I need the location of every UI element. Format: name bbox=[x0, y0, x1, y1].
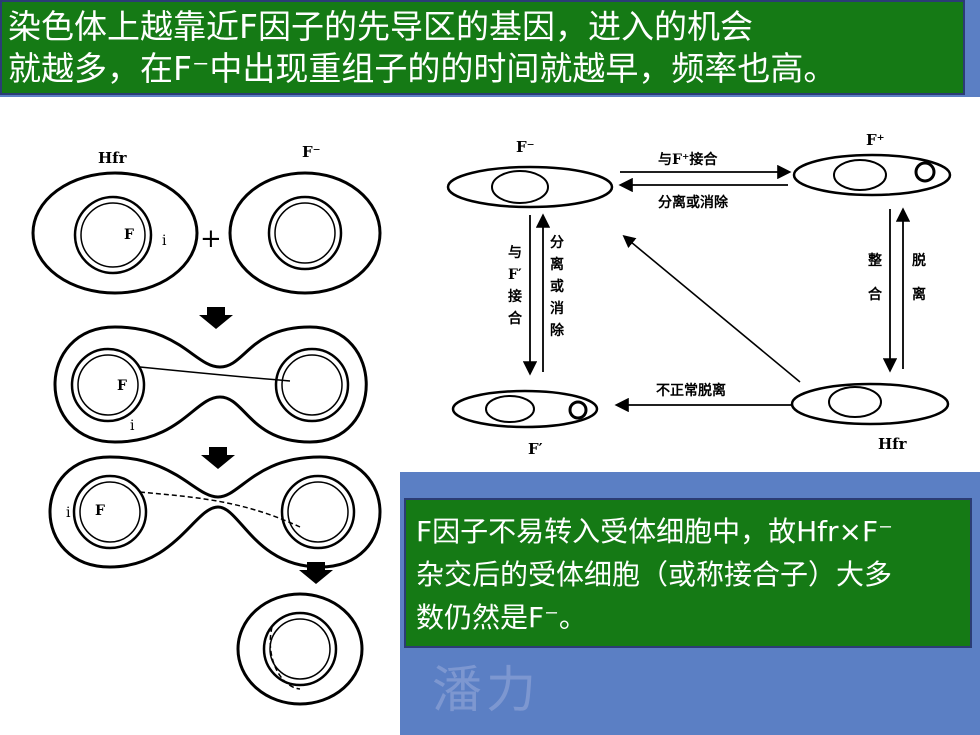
f-minus-label: F⁻ bbox=[302, 143, 321, 161]
f-factor-label-2: F bbox=[117, 378, 127, 394]
title-line-2: 就越多，在F⁻中出现重组子的的时间就越早，频率也高。 bbox=[8, 49, 837, 88]
abnormal-excision-label: 不正常脱离 bbox=[656, 382, 726, 399]
i-label: i bbox=[162, 233, 167, 249]
plus-sign: + bbox=[200, 224, 222, 254]
left-down-char-4: 合 bbox=[508, 310, 523, 327]
note-box: F因子不易转入受体细胞中，故Hfr×F⁻ 杂交后的受体细胞（或称接合子）大多 数… bbox=[404, 498, 972, 648]
f-factor-cycle-diagram: F⁻ F⁺ 与F⁺接合 分离或消除 与 F′ 接 合 分 离 或 消 除 整 合… bbox=[446, 131, 952, 458]
watermark: 潘力 bbox=[432, 661, 540, 719]
note-line-2: 杂交后的受体细胞（或称接合子）大多 bbox=[416, 558, 893, 591]
hfr-label: Hfr bbox=[98, 149, 128, 167]
f-prime-state-label: F′ bbox=[528, 440, 543, 458]
conjugation-diagram: Hfr F⁻ F i + F i F i bbox=[31, 143, 382, 706]
left-up-char-4: 消 bbox=[550, 300, 564, 317]
note-line-1: F因子不易转入受体细胞中，故Hfr×F⁻ bbox=[416, 515, 893, 548]
left-figure-background bbox=[0, 97, 400, 735]
left-up-char-1: 分 bbox=[550, 235, 564, 251]
hfr-state-label: Hfr bbox=[878, 435, 908, 453]
title-line-1: 染色体上越靠近F因子的先导区的基因，进入的机会 bbox=[8, 7, 753, 46]
excise-char-2: 离 bbox=[912, 286, 926, 303]
i-label-3: i bbox=[66, 505, 71, 521]
left-down-char-2: F′ bbox=[508, 267, 522, 283]
left-down-char-3: 接 bbox=[508, 288, 522, 305]
excise-char-1: 脱 bbox=[912, 252, 926, 269]
mate-with-f-plus-label: 与F⁺接合 bbox=[658, 151, 718, 168]
down-arrow-1 bbox=[199, 307, 233, 329]
i-label-2: i bbox=[130, 418, 135, 434]
left-up-char-3: 或 bbox=[550, 278, 564, 295]
f-factor-label-3: F bbox=[95, 503, 105, 519]
separate-or-eliminate-label: 分离或消除 bbox=[658, 194, 729, 211]
note-line-3: 数仍然是F⁻。 bbox=[416, 601, 587, 634]
f-factor-label: F bbox=[124, 227, 134, 243]
left-down-char-1: 与 bbox=[508, 245, 522, 261]
integrate-char-1: 整 bbox=[867, 252, 883, 269]
f-plus-state-label: F⁺ bbox=[866, 131, 885, 149]
right-figure-background bbox=[400, 97, 980, 472]
title-box: 染色体上越靠近F因子的先导区的基因，进入的机会 就越多，在F⁻中出现重组子的的时… bbox=[0, 0, 965, 95]
left-up-char-5: 除 bbox=[550, 322, 565, 339]
down-arrow-2 bbox=[201, 447, 235, 469]
left-up-char-2: 离 bbox=[550, 256, 564, 273]
down-arrow-3 bbox=[299, 562, 333, 584]
f-minus-state-label: F⁻ bbox=[516, 138, 535, 156]
integrate-char-2: 合 bbox=[868, 286, 883, 303]
